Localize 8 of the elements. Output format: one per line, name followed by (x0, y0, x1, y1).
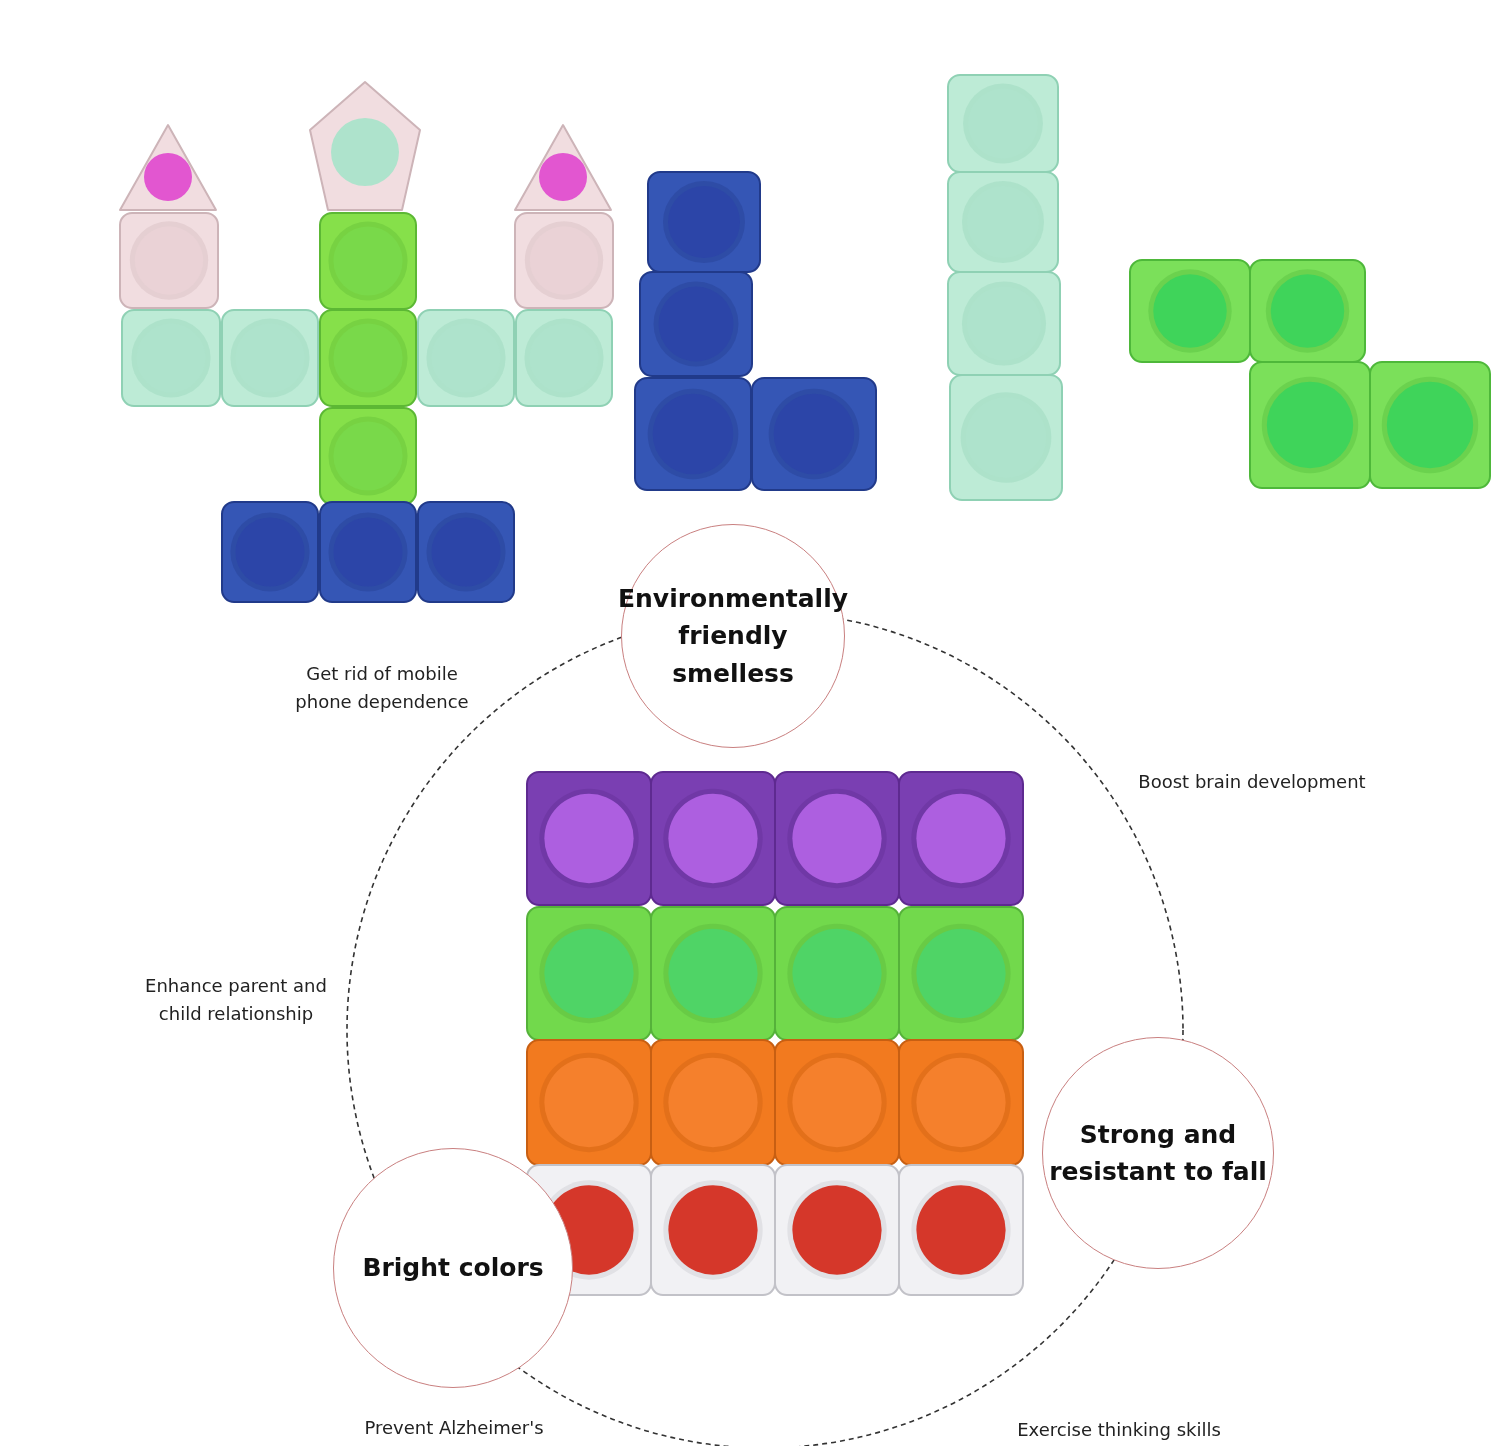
feature-label: Strong and resistant to fall (1048, 1118, 1268, 1188)
benefit-text: Prevent Alzheimer's (363, 1416, 545, 1440)
feature-label: Environmentally friendly smelless (617, 582, 849, 690)
feature-label: Bright colors (362, 1252, 544, 1285)
benefit-text: Exercise thinking skills (1016, 1418, 1222, 1442)
benefit-text: Get rid of mobile phone dependence (294, 662, 470, 714)
benefit-text: Enhance parent and child relationship (144, 974, 328, 1026)
benefit-text: Boost brain development (1137, 770, 1367, 794)
